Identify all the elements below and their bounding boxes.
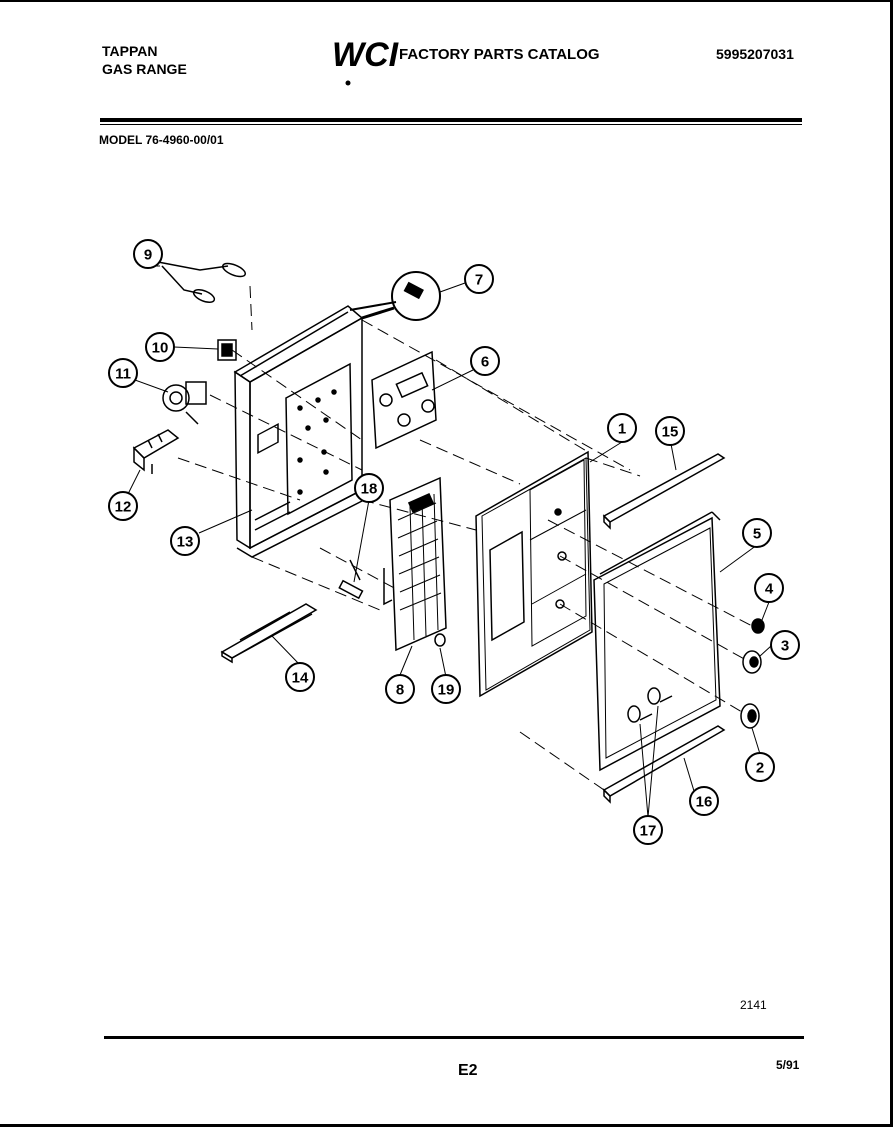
part-bracket-frame bbox=[233, 305, 365, 558]
part-small-clip bbox=[349, 271, 441, 321]
header-rule bbox=[100, 118, 802, 122]
wci-logo: WCI bbox=[332, 36, 400, 86]
callout-19: 19 bbox=[431, 674, 461, 704]
brand-name: TAPPAN bbox=[102, 43, 158, 59]
callout-7: 7 bbox=[464, 264, 494, 294]
callout-6: 6 bbox=[470, 346, 500, 376]
callout-2: 2 bbox=[745, 752, 775, 782]
svg-text:2: 2 bbox=[756, 760, 764, 777]
svg-text:13: 13 bbox=[177, 534, 194, 551]
svg-text:16: 16 bbox=[696, 794, 713, 811]
part-control-panel bbox=[475, 450, 593, 698]
leader-lines bbox=[126, 265, 772, 818]
part-bottom-trim bbox=[602, 725, 726, 804]
svg-text:5: 5 bbox=[753, 526, 761, 543]
callout-17: 17 bbox=[633, 815, 663, 845]
part-plugs bbox=[627, 687, 673, 723]
callout-14: 14 bbox=[285, 662, 315, 692]
part-top-trim bbox=[602, 453, 726, 530]
callout-5: 5 bbox=[742, 518, 772, 548]
callout-3: 3 bbox=[770, 630, 800, 660]
callout-12: 12 bbox=[108, 491, 138, 521]
callout-4: 4 bbox=[754, 573, 784, 603]
part-clock-module bbox=[371, 350, 437, 450]
svg-text:10: 10 bbox=[152, 340, 169, 357]
part-switch bbox=[217, 339, 237, 361]
callout-15: 15 bbox=[655, 416, 685, 446]
callout-18: 18 bbox=[354, 473, 384, 503]
model-number: MODEL 76-4960-00/01 bbox=[99, 133, 224, 147]
part-control-board bbox=[383, 476, 447, 652]
svg-text:7: 7 bbox=[475, 272, 483, 289]
part-door-frame bbox=[593, 511, 721, 772]
part-thermostat bbox=[162, 381, 207, 425]
page-id: E2 bbox=[458, 1062, 478, 1079]
svg-text:4: 4 bbox=[765, 581, 774, 598]
logo-text: WCI bbox=[332, 36, 400, 74]
svg-text:1: 1 bbox=[618, 421, 626, 438]
callout-11: 11 bbox=[108, 358, 138, 388]
svg-text:6: 6 bbox=[481, 354, 489, 371]
callout-13: 13 bbox=[170, 526, 200, 556]
exploded-view bbox=[126, 261, 772, 818]
svg-text:17: 17 bbox=[640, 823, 657, 840]
callout-9: 9 bbox=[133, 239, 163, 269]
callout-16: 16 bbox=[689, 786, 719, 816]
part-small-knob bbox=[434, 633, 446, 647]
svg-text:15: 15 bbox=[662, 424, 679, 441]
part-knob-medium bbox=[742, 650, 762, 674]
product-type: GAS RANGE bbox=[102, 61, 187, 77]
svg-text:12: 12 bbox=[115, 499, 132, 516]
assembly-lines bbox=[177, 285, 757, 791]
svg-text:9: 9 bbox=[144, 247, 152, 264]
callout-10: 10 bbox=[145, 332, 175, 362]
part-wire-harness bbox=[157, 261, 247, 303]
revision-date: 5/91 bbox=[776, 1058, 800, 1072]
svg-text:8: 8 bbox=[396, 682, 404, 699]
part-bottom-bracket bbox=[220, 603, 318, 664]
svg-text:3: 3 bbox=[781, 638, 789, 655]
catalog-part-number: 5995207031 bbox=[716, 46, 794, 62]
footer-rule bbox=[104, 1036, 804, 1039]
catalog-title: FACTORY PARTS CATALOG bbox=[399, 46, 600, 63]
callout-1: 1 bbox=[607, 413, 637, 443]
part-knob-small bbox=[751, 618, 765, 634]
part-inner-plate bbox=[285, 362, 353, 516]
part-connector bbox=[338, 559, 364, 600]
svg-text:18: 18 bbox=[361, 481, 378, 498]
callout-8: 8 bbox=[385, 674, 415, 704]
svg-text:19: 19 bbox=[438, 682, 455, 699]
brand-block: TAPPAN GAS RANGE bbox=[102, 42, 187, 78]
svg-text:14: 14 bbox=[292, 670, 309, 687]
part-terminal-block bbox=[132, 429, 180, 474]
part-knob-large bbox=[740, 703, 760, 729]
svg-text:11: 11 bbox=[115, 366, 131, 383]
drawing-code: 2141 bbox=[740, 998, 767, 1012]
